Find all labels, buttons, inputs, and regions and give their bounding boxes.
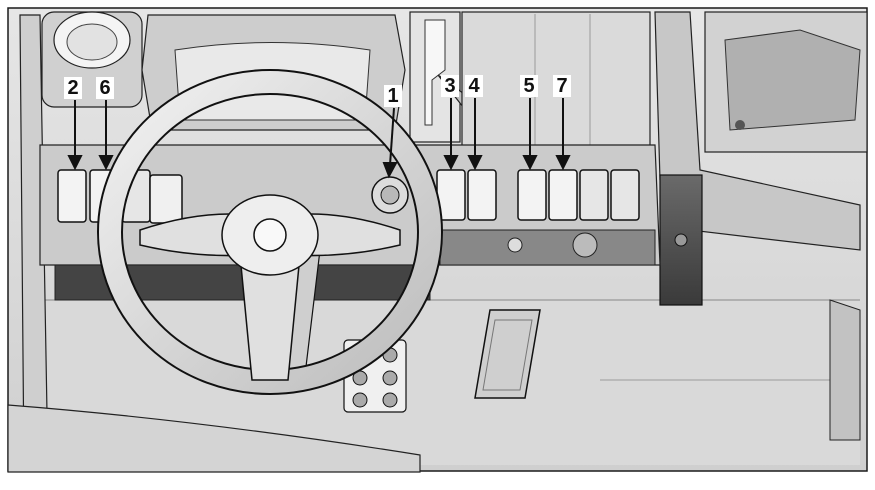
rocker-switch-4 — [467, 169, 497, 221]
callout-label-5: 5 — [520, 75, 538, 97]
steering-wheel-emblem — [253, 218, 287, 252]
accelerator-pedal — [474, 309, 541, 399]
callout-label-6: 6 — [96, 77, 114, 99]
callout-label-1: 1 — [384, 85, 402, 107]
steering-wheel — [97, 69, 443, 395]
lower-roll-bar — [7, 404, 421, 473]
callout-label-4: 4 — [465, 75, 483, 97]
rocker-switch-5 — [517, 169, 547, 221]
callout-label-2: 2 — [64, 77, 82, 99]
callout-label-3: 3 — [441, 75, 459, 97]
callout-arrows — [67, 98, 571, 179]
rocker-switch-7 — [548, 169, 578, 221]
rocker-switch-2 — [57, 169, 87, 223]
callout-label-7: 7 — [553, 75, 571, 97]
